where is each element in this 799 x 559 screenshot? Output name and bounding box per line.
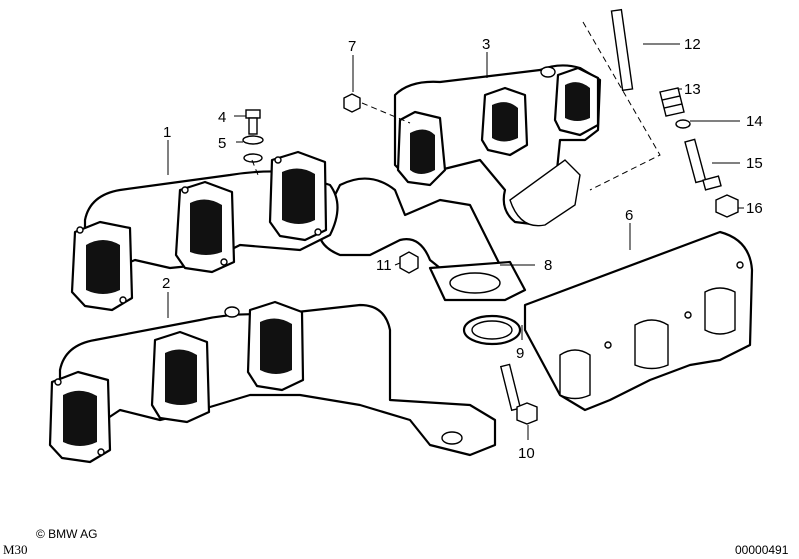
- model-code: M30: [3, 542, 28, 557]
- washer-part-14[interactable]: [675, 119, 691, 129]
- gasket-ring[interactable]: [462, 314, 522, 346]
- callout-16: 16: [746, 200, 763, 217]
- callout-3: 3: [482, 36, 490, 53]
- stud-part-12[interactable]: [610, 8, 634, 92]
- copyright-text: © BMW AG: [36, 527, 98, 541]
- callout-7: 7: [348, 38, 356, 55]
- nut-part-7[interactable]: [343, 93, 361, 113]
- callout-1: 1: [163, 124, 171, 141]
- washer-part-5[interactable]: [242, 135, 264, 163]
- stud-part-10[interactable]: [499, 363, 538, 425]
- callout-15: 15: [746, 155, 763, 172]
- rear-exhaust-manifold[interactable]: [393, 64, 602, 227]
- bolt-part-4[interactable]: [245, 109, 261, 135]
- heat-shield[interactable]: [523, 230, 754, 412]
- callout-14: 14: [746, 113, 763, 130]
- spring-part-13[interactable]: [659, 87, 685, 117]
- front-exhaust-manifold[interactable]: [70, 150, 339, 312]
- callout-2: 2: [162, 275, 170, 292]
- callout-10: 10: [518, 445, 535, 462]
- image-number: 00000491: [735, 543, 789, 557]
- callout-8: 8: [544, 257, 552, 274]
- nut-part-16[interactable]: [715, 194, 739, 218]
- callout-13: 13: [684, 81, 701, 98]
- callout-9: 9: [516, 345, 524, 362]
- callout-6: 6: [625, 207, 633, 224]
- callout-5: 5: [218, 135, 226, 152]
- bolt-part-15[interactable]: [684, 138, 722, 191]
- callout-12: 12: [684, 36, 701, 53]
- front-pipe-upper[interactable]: [318, 177, 527, 302]
- callout-11: 11: [376, 257, 392, 274]
- nut-part-11[interactable]: [399, 251, 419, 274]
- callout-4: 4: [218, 109, 226, 126]
- lower-exhaust-manifold[interactable]: [48, 300, 497, 464]
